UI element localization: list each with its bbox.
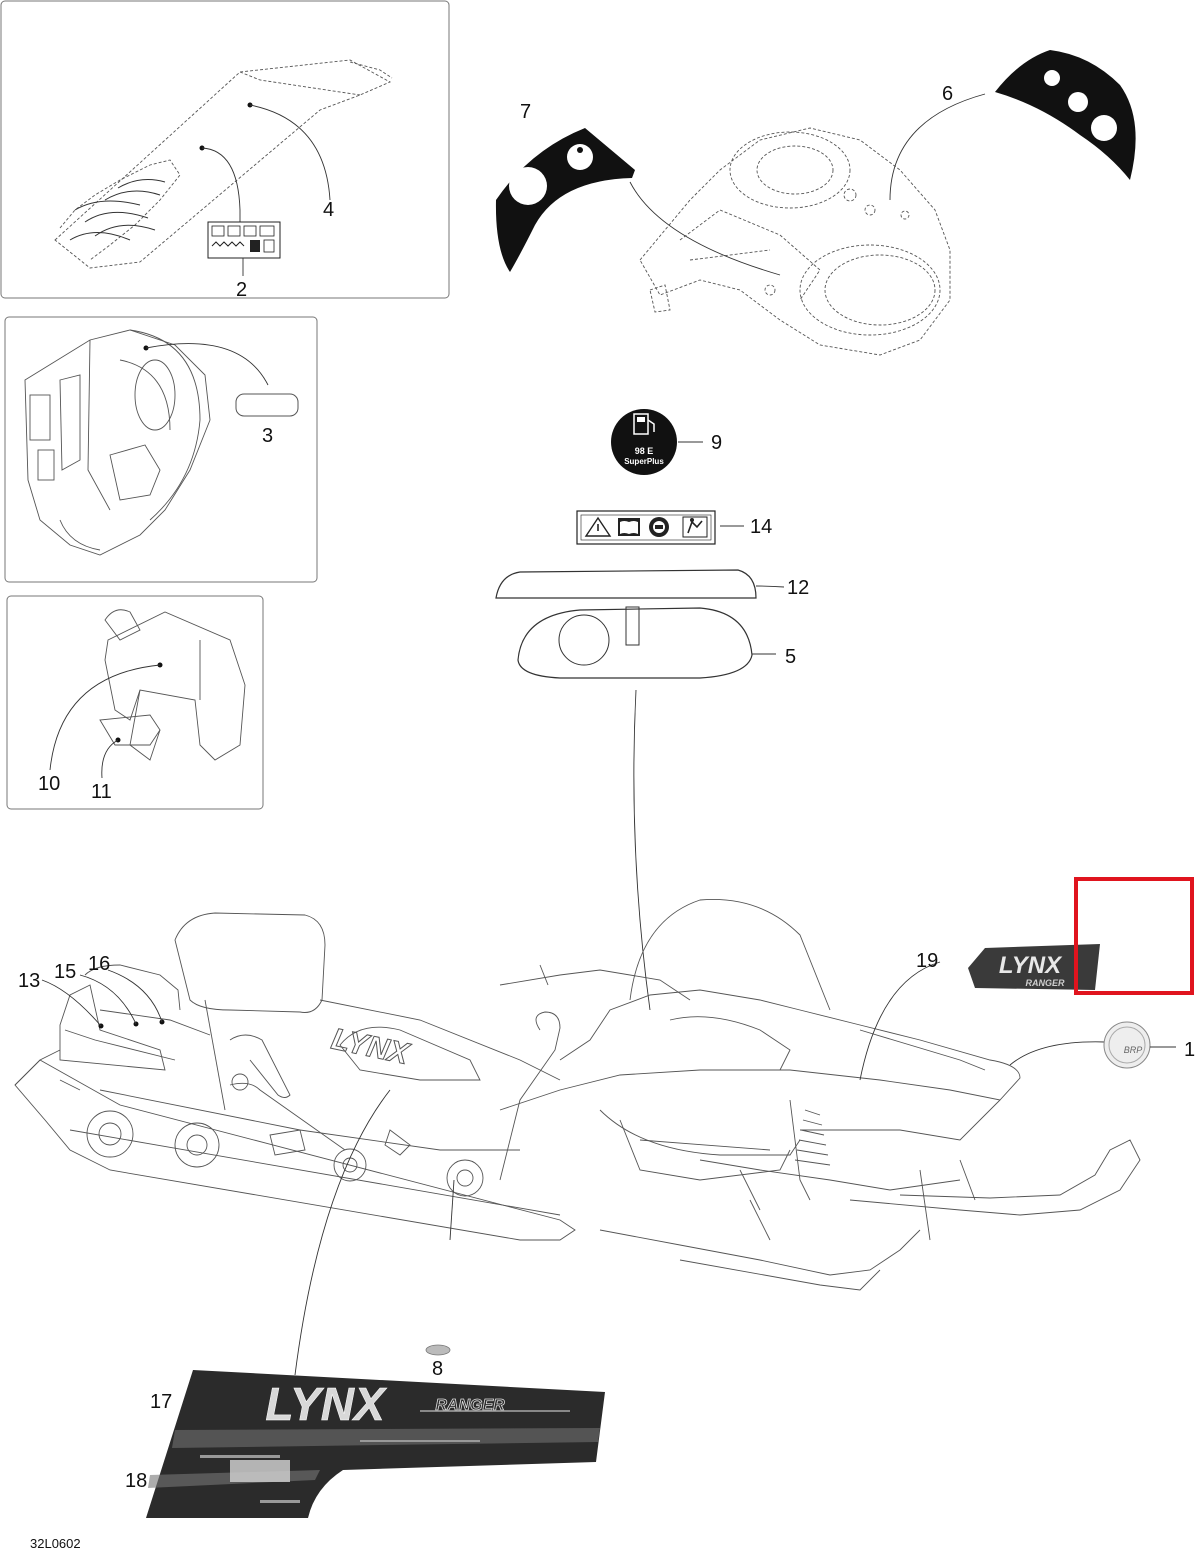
callout-11: 11 bbox=[91, 781, 112, 803]
panel-tunnel-cover bbox=[0, 0, 450, 299]
side-graphic-decal: LYNX RANGER bbox=[146, 1370, 605, 1518]
callout-16: 16 bbox=[88, 953, 110, 975]
badge-model-text: RANGER bbox=[1025, 978, 1065, 988]
small-oval-decal bbox=[425, 1344, 451, 1356]
lynx-ranger-badge: LYNX RANGER bbox=[968, 944, 1100, 990]
callout-17: 17 bbox=[150, 1391, 172, 1413]
callout-19: 19 bbox=[916, 950, 938, 972]
callout-8: 8 bbox=[432, 1358, 443, 1380]
roundel-logo-text: BRP bbox=[1124, 1045, 1143, 1055]
warning-label-decal bbox=[207, 221, 281, 259]
callout-2: 2 bbox=[236, 279, 247, 301]
callout-12: 12 bbox=[787, 577, 809, 599]
fuel-decal: 98 E SuperPlus bbox=[611, 409, 703, 475]
safety-decal bbox=[576, 510, 744, 545]
callout-5: 5 bbox=[785, 646, 796, 668]
callout-1: 1 bbox=[1184, 1039, 1195, 1061]
warning-icon bbox=[584, 516, 612, 537]
side-graphic-model: RANGER bbox=[435, 1397, 505, 1414]
badge-brand-text: LYNX bbox=[999, 952, 1063, 979]
brp-roundel-decal: BRP bbox=[1103, 1021, 1176, 1069]
callout-18: 18 bbox=[125, 1470, 147, 1492]
callout-9: 9 bbox=[711, 432, 722, 454]
callout-14: 14 bbox=[750, 516, 772, 538]
panel-belt-guard bbox=[4, 316, 318, 583]
console-left-decal bbox=[495, 128, 635, 272]
callout-7: 7 bbox=[520, 101, 531, 123]
fuel-pump-icon bbox=[633, 413, 655, 435]
hood-decal-panel bbox=[517, 606, 776, 679]
callout-6: 6 bbox=[942, 83, 953, 105]
console-assembly bbox=[495, 50, 1136, 356]
passenger-icon bbox=[682, 516, 708, 538]
callout-4: 4 bbox=[323, 199, 334, 221]
fuel-decal-line2: SuperPlus bbox=[624, 457, 664, 466]
panel-airbox bbox=[6, 595, 264, 810]
manual-icon bbox=[618, 518, 640, 536]
highlight-box bbox=[1074, 877, 1194, 995]
callout-13: 13 bbox=[18, 970, 40, 992]
callout-labels: 1 2 3 4 5 6 7 8 9 10 11 12 13 14 15 16 1… bbox=[18, 83, 1195, 1492]
callout-15: 15 bbox=[54, 961, 76, 983]
belt-guard-decal bbox=[235, 393, 299, 417]
helmet-icon bbox=[649, 517, 669, 537]
side-graphic-brand: LYNX bbox=[265, 1378, 387, 1430]
drawing-number: 32L0602 bbox=[30, 1536, 81, 1551]
console-right-decal bbox=[995, 50, 1136, 180]
hood-decal-strip bbox=[495, 569, 785, 599]
fuel-decal-line1: 98 E bbox=[635, 446, 654, 456]
callout-10: 10 bbox=[38, 773, 60, 795]
callout-3: 3 bbox=[262, 425, 273, 447]
